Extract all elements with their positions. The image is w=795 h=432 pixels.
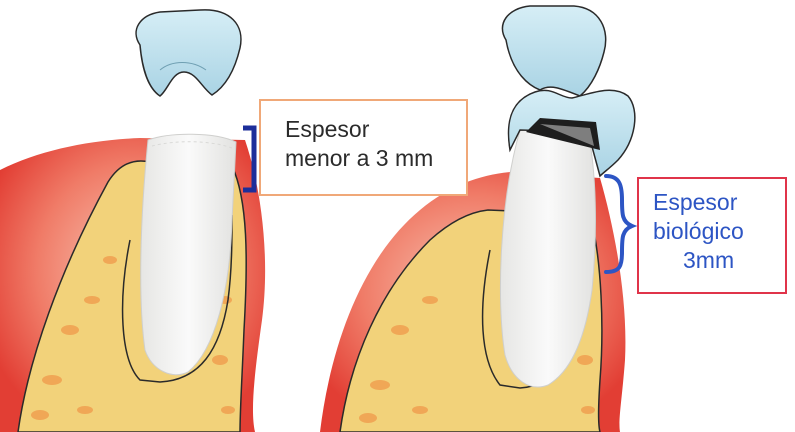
callout-biological-width: Espesor biológico 3mm: [637, 177, 787, 294]
right-crown: [502, 6, 605, 96]
callout-right-line1: Espesor: [653, 188, 785, 217]
callout-left-line1: Espesor: [285, 115, 466, 144]
callout-thickness-under-3mm: Espesor menor a 3 mm: [259, 99, 468, 196]
callout-right-line2: biológico: [653, 217, 785, 246]
callout-right-line3: 3mm: [653, 246, 785, 275]
callout-left-line2: menor a 3 mm: [285, 144, 466, 173]
left-panel: [0, 10, 265, 432]
right-panel: [320, 6, 635, 432]
crown-icon: [136, 10, 241, 96]
